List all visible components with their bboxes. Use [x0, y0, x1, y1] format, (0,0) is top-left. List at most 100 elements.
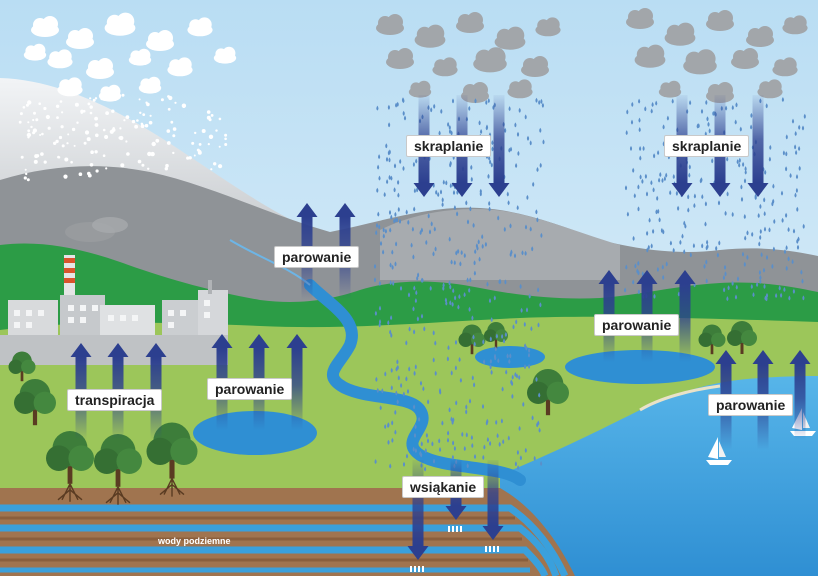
- raindrop-icon: [718, 240, 721, 246]
- raindrop-icon: [647, 244, 650, 250]
- raindrop-icon: [540, 98, 543, 104]
- raindrop-icon: [524, 447, 527, 453]
- raindrop-icon: [405, 453, 409, 459]
- raindrop-icon: [677, 205, 680, 211]
- snowflake: [45, 114, 51, 120]
- snowflake: [104, 135, 109, 139]
- raindrop-icon: [637, 289, 640, 295]
- raindrop-icon: [785, 245, 788, 251]
- raindrop-icon: [739, 126, 742, 132]
- raindrop-icon: [536, 167, 539, 172]
- raindrop-icon: [681, 233, 684, 239]
- snowflake: [89, 97, 92, 100]
- raindrop-icon: [378, 175, 381, 181]
- snowflake: [150, 151, 155, 157]
- raindrop-icon: [515, 163, 518, 168]
- raindrop-icon: [405, 209, 408, 215]
- raindrop-icon: [394, 409, 397, 415]
- raindrop-icon: [382, 227, 385, 233]
- raindrop-icon: [757, 213, 760, 218]
- snowflake: [105, 111, 109, 115]
- snowflake: [136, 119, 139, 122]
- raindrop-icon: [636, 268, 639, 274]
- raindrop-icon: [412, 306, 415, 312]
- snowflake: [89, 111, 93, 115]
- raindrop-icon: [508, 147, 511, 153]
- raindrop-icon: [438, 130, 441, 136]
- snowflake: [58, 135, 63, 140]
- raindrop-icon: [466, 277, 469, 283]
- raindrop-icon: [452, 417, 455, 423]
- raindrop-icon: [417, 272, 420, 278]
- raindrop-icon: [750, 284, 753, 289]
- raindrop-icon: [488, 206, 491, 212]
- raindrop-icon: [802, 223, 805, 229]
- raindrop-icon: [661, 177, 664, 183]
- raindrop-icon: [450, 416, 453, 422]
- raindrop-icon: [644, 173, 647, 179]
- raindrop-icon: [484, 241, 487, 247]
- raindrop-icon: [448, 236, 451, 242]
- raindrop-icon: [474, 249, 477, 254]
- raindrop-icon: [705, 99, 708, 105]
- label-skraplanie-left: skraplanie: [406, 135, 492, 157]
- raindrop-icon: [772, 183, 775, 189]
- snowflake: [138, 98, 141, 101]
- snowflake: [26, 178, 30, 182]
- raindrop-icon: [375, 376, 378, 382]
- raindrop-icon: [472, 334, 475, 340]
- raindrop-icon: [378, 224, 381, 230]
- raindrop-icon: [473, 454, 477, 459]
- raindrop-icon: [528, 363, 531, 369]
- raindrop-icon: [527, 352, 531, 358]
- raindrop-icon: [397, 192, 400, 198]
- raindrop-icon: [671, 98, 674, 104]
- raindrop-icon: [507, 435, 510, 441]
- raindrop-icon: [463, 253, 466, 258]
- raindrop-icon: [516, 449, 519, 455]
- snowflake: [39, 134, 42, 136]
- snowflake: [126, 152, 130, 156]
- raindrop-icon: [486, 437, 489, 442]
- raindrop-icon: [652, 187, 655, 193]
- raindrop-icon: [662, 124, 665, 130]
- snowflake: [76, 121, 79, 124]
- raindrop-icon: [405, 376, 408, 382]
- raindrop-icon: [504, 332, 507, 337]
- raindrop-icon: [479, 191, 482, 197]
- raindrop-icon: [711, 158, 714, 164]
- cloud-icon: [187, 17, 213, 37]
- raindrop-icon: [458, 357, 461, 362]
- raindrop-icon: [741, 251, 745, 257]
- snowflake: [137, 159, 142, 164]
- raindrop-icon: [434, 246, 437, 252]
- raindrop-icon: [665, 261, 668, 267]
- raindrop-icon: [657, 208, 660, 214]
- raindrop-icon: [449, 300, 452, 306]
- raindrop-icon: [457, 248, 460, 254]
- raindrop-icon: [489, 358, 492, 364]
- raindrop-icon: [724, 271, 727, 277]
- raindrop-icon: [704, 221, 707, 227]
- raindrop-icon: [509, 146, 513, 152]
- cloud-icon: [414, 24, 446, 48]
- raindrop-icon: [470, 176, 473, 182]
- snowflake: [24, 168, 27, 171]
- raindrop-icon: [768, 156, 771, 162]
- snowflake: [172, 127, 177, 131]
- raindrop-icon: [759, 203, 762, 209]
- raindrop-icon: [646, 230, 649, 236]
- raindrop-icon: [773, 218, 776, 224]
- raindrop-icon: [396, 364, 399, 370]
- raindrop-icon: [465, 200, 468, 206]
- snowflake: [131, 119, 136, 124]
- raindrop-icon: [535, 376, 538, 382]
- raindrop-icon: [734, 119, 737, 125]
- raindrop-icon: [531, 246, 534, 252]
- raindrop-icon: [449, 162, 452, 168]
- raindrop-icon: [399, 158, 402, 164]
- raindrop-icon: [377, 211, 380, 217]
- raindrop-icon: [659, 172, 662, 177]
- raindrop-icon: [435, 189, 438, 195]
- raindrop-icon: [489, 440, 492, 446]
